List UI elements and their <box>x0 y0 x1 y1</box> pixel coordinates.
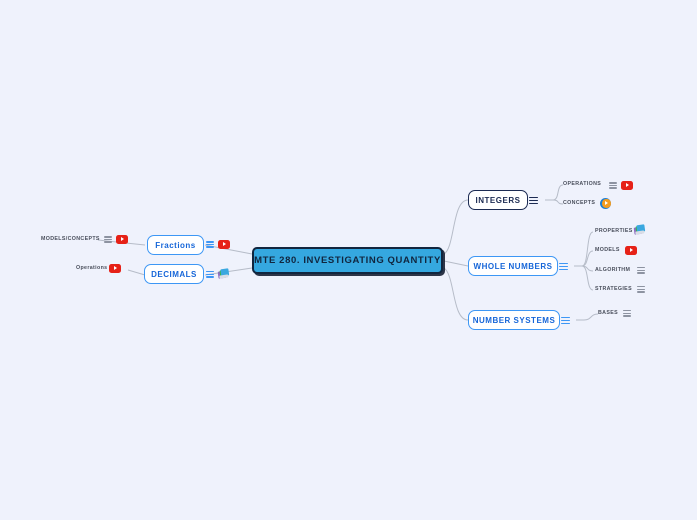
leaf-strategies[interactable]: STRATEGIES <box>595 286 632 292</box>
leaf-bases-label: BASES <box>598 310 618 316</box>
leaf-operations-left-label: Operations <box>76 265 108 271</box>
decimals-node-icons[interactable] <box>206 268 230 279</box>
root-node[interactable]: MTE 280. INVESTIGATING QUANTITY <box>252 247 443 274</box>
list-icon[interactable] <box>637 266 645 274</box>
branch-node-fractions[interactable]: Fractions <box>147 235 204 255</box>
youtube-icon[interactable] <box>621 181 633 190</box>
leaf-models-concepts-label: MODELS/CONCEPTS <box>41 236 100 242</box>
integers-node-icons[interactable] <box>529 196 538 205</box>
root-node-label: MTE 280. INVESTIGATING QUANTITY <box>254 255 441 266</box>
branch-node-number-systems[interactable]: NUMBER SYSTEMS <box>468 310 560 330</box>
youtube-icon[interactable] <box>625 246 637 255</box>
leaf-algorithm[interactable]: ALGORITHM <box>595 267 630 273</box>
list-icon[interactable] <box>559 262 568 271</box>
leaf-operations[interactable]: OPERATIONS <box>563 181 601 187</box>
leaf-bases-icons[interactable] <box>623 309 631 317</box>
list-icon[interactable] <box>609 181 617 189</box>
list-icon[interactable] <box>623 309 631 317</box>
branch-node-whole-numbers-label: WHOLE NUMBERS <box>473 261 553 271</box>
leaf-properties[interactable]: PROPERTIES <box>595 228 633 234</box>
whole-numbers-node-icons[interactable] <box>559 262 568 271</box>
list-icon[interactable] <box>206 240 214 248</box>
leaf-algorithm-icons[interactable] <box>637 266 645 274</box>
branch-node-fractions-label: Fractions <box>155 240 196 250</box>
leaf-operations-label: OPERATIONS <box>563 181 602 187</box>
branch-node-integers[interactable]: INTEGERS <box>468 190 528 210</box>
leaf-concepts-icons[interactable] <box>600 198 611 209</box>
leaf-models-icons[interactable] <box>625 246 637 255</box>
number-systems-node-icons[interactable] <box>561 316 570 325</box>
leaf-operations-left[interactable]: Operations <box>76 265 107 271</box>
leaf-strategies-icons[interactable] <box>637 285 645 293</box>
branch-node-number-systems-label: NUMBER SYSTEMS <box>472 315 556 325</box>
leaf-models-concepts-icons[interactable] <box>104 235 128 244</box>
youtube-icon[interactable] <box>116 235 128 244</box>
picture-icon[interactable] <box>633 224 646 235</box>
youtube-icon[interactable] <box>109 264 121 273</box>
list-icon[interactable] <box>529 196 538 205</box>
youtube-icon[interactable] <box>218 240 230 249</box>
branch-node-decimals-label: DECIMALS <box>151 269 197 279</box>
leaf-algorithm-label: ALGORITHM <box>595 267 631 273</box>
leaf-strategies-label: STRATEGIES <box>595 286 632 292</box>
branch-node-integers-label: INTEGERS <box>475 195 521 205</box>
leaf-concepts-label: CONCEPTS <box>563 200 596 206</box>
leaf-operations-left-icons[interactable] <box>109 264 121 273</box>
leaf-models-concepts[interactable]: MODELS/CONCEPTS <box>41 236 100 242</box>
list-icon[interactable] <box>637 285 645 293</box>
list-icon[interactable] <box>206 270 214 278</box>
leaf-properties-label: PROPERTIES <box>595 228 633 234</box>
fractions-node-icons[interactable] <box>206 240 230 249</box>
list-icon[interactable] <box>104 235 112 243</box>
branch-node-whole-numbers[interactable]: WHOLE NUMBERS <box>468 256 558 276</box>
leaf-operations-icons[interactable] <box>609 181 633 190</box>
picture-icon[interactable] <box>217 268 230 279</box>
leaf-models-label: MODELS <box>595 247 620 253</box>
leaf-concepts[interactable]: CONCEPTS <box>563 200 595 206</box>
leaf-bases[interactable]: BASES <box>598 310 618 316</box>
leaf-models[interactable]: MODELS <box>595 247 620 253</box>
media-play-icon[interactable] <box>600 198 611 209</box>
leaf-properties-icons[interactable] <box>633 224 646 235</box>
list-icon[interactable] <box>561 316 570 325</box>
branch-node-decimals[interactable]: DECIMALS <box>144 264 204 284</box>
